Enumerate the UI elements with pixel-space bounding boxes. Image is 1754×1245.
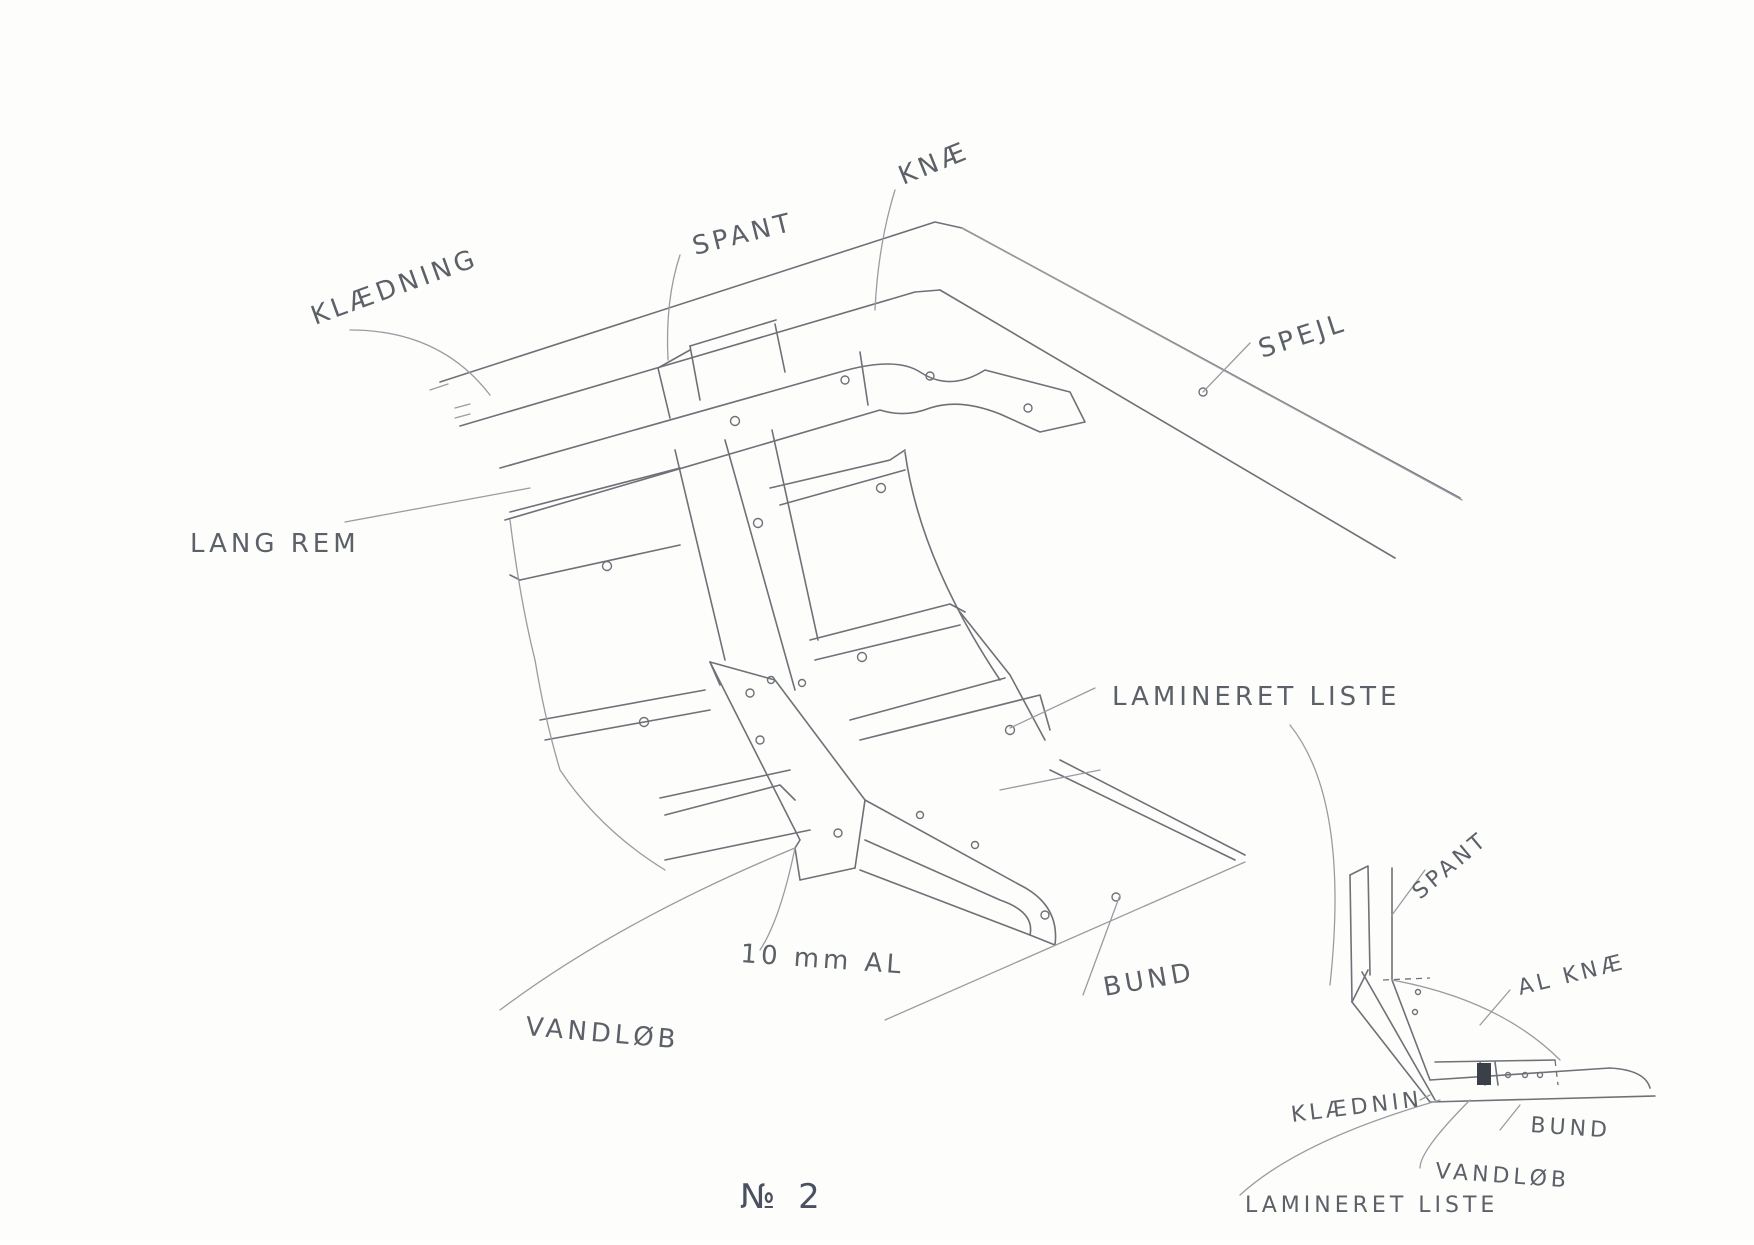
label-spejl: SPEJL [1255, 308, 1351, 365]
frame-top [657, 319, 869, 419]
detail-label-bund: BUND [1530, 1113, 1612, 1144]
label-langrem: LANG REM [190, 529, 360, 559]
hull-planks [509, 449, 1246, 871]
detail-label-lamineret-liste: LAMINERET LISTE [1245, 1193, 1498, 1218]
detail-frame [1349, 865, 1656, 1103]
main-label-group: KLÆDNING SPANT KNÆ SPEJL LANG REM LAMINE… [190, 136, 1400, 1055]
transom-panel [961, 227, 1463, 501]
label-lamineret-liste: LAMINERET LISTE [1112, 682, 1400, 712]
detail-label-klaedning: KLÆDNIN [1290, 1087, 1425, 1128]
detail-label-group: SPANT AL KNÆ KLÆDNIN BUND VANDLØB LAMINE… [1245, 827, 1629, 1218]
label-al: 10 mm AL [740, 939, 906, 980]
label-klaedning: KLÆDNING [307, 243, 482, 331]
bottom-rib [859, 799, 1057, 946]
aluminium-knee-plate [709, 661, 866, 881]
detail-leaders [1239, 869, 1521, 1196]
leader-lines [344, 189, 1336, 1011]
main-sketch: KLÆDNING SPANT KNÆ SPEJL LANG REM LAMINE… [190, 136, 1463, 1055]
detail-sketch: SPANT AL KNÆ KLÆDNIN BUND VANDLØB LAMINE… [1239, 827, 1656, 1218]
sheet-number: № 2 [740, 1177, 826, 1217]
detail-label-vandloeb: VANDLØB [1435, 1159, 1571, 1193]
label-bund: BUND [1101, 957, 1197, 1003]
detail-label-spant: SPANT [1408, 827, 1494, 905]
gunwale-outline [429, 221, 1461, 559]
stringer [499, 363, 1086, 521]
label-vandloeb: VANDLØB [524, 1012, 680, 1055]
label-spant: SPANT [689, 208, 797, 262]
frame-body [674, 429, 819, 691]
label-knae: KNÆ [894, 136, 974, 191]
detail-label-al-knae: AL KNÆ [1515, 950, 1628, 1001]
bottom-line [884, 861, 1246, 1021]
